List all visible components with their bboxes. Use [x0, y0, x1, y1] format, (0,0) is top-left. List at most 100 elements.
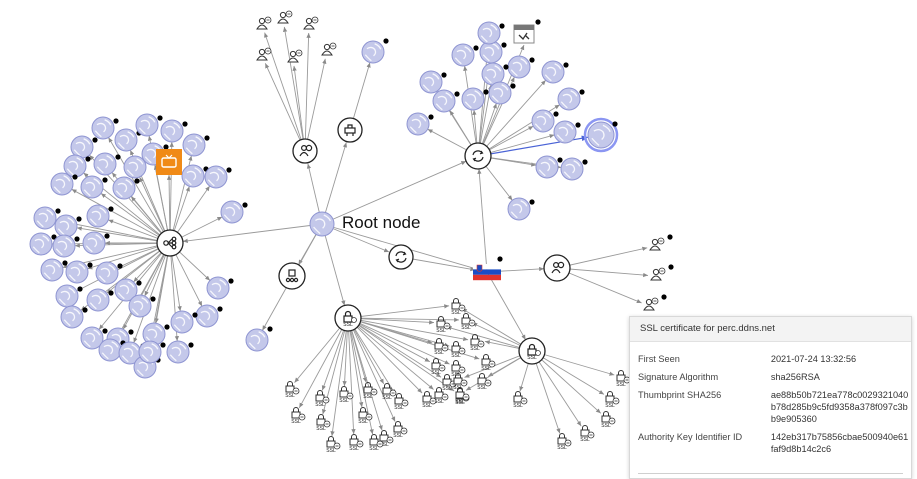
ssl-certificate-node[interactable]: SSL [434, 387, 449, 406]
user-hub-node[interactable] [543, 254, 571, 282]
globe-node[interactable] [86, 204, 110, 228]
ssl-certificate-node[interactable]: SSL [580, 425, 595, 444]
cert-hub-node[interactable]: SSL [518, 337, 546, 365]
globe-node[interactable] [40, 258, 64, 282]
globe-node[interactable] [160, 119, 184, 143]
globe-node[interactable] [451, 43, 475, 67]
globe-node[interactable] [419, 70, 443, 94]
globe-node[interactable] [138, 340, 162, 364]
globe-node[interactable] [432, 89, 456, 113]
globe-node[interactable] [182, 133, 206, 157]
sync-hub-node[interactable] [388, 244, 414, 270]
globe-node[interactable] [128, 294, 152, 318]
globe-node[interactable] [65, 260, 89, 284]
ssl-certificate-node[interactable]: SSL [369, 434, 384, 453]
ssl-certificate-node[interactable]: SSL [393, 421, 408, 440]
globe-node[interactable] [361, 40, 385, 64]
ssl-certificate-node[interactable]: SSL [461, 313, 476, 332]
calendar-badge-icon[interactable] [513, 24, 535, 44]
globe-node[interactable] [481, 62, 505, 86]
globe-node[interactable] [477, 21, 501, 45]
globe-node[interactable] [583, 117, 619, 153]
globe-node[interactable] [55, 284, 79, 308]
ssl-certificate-node[interactable]: SSL [451, 341, 466, 360]
ssl-certificate-node[interactable]: SSL [470, 334, 485, 353]
globe-node[interactable] [204, 165, 228, 189]
ssl-certificate-node[interactable]: SSL [285, 381, 300, 400]
globe-node[interactable] [541, 60, 565, 84]
ssl-certificate-node[interactable]: SSL [513, 391, 528, 410]
ssl-certificate-node[interactable]: SSL [291, 407, 306, 426]
globe-node[interactable] [531, 109, 555, 133]
ssl-certificate-node[interactable]: SSL [394, 393, 409, 412]
user-hub-node[interactable] [292, 138, 318, 164]
globe-node[interactable] [507, 197, 531, 221]
globe-node[interactable] [86, 288, 110, 312]
ssl-certificate-node[interactable]: SSL [477, 373, 492, 392]
user-node[interactable] [649, 237, 665, 251]
ssl-certificate-node[interactable]: SSL [436, 316, 451, 335]
tv-icon[interactable] [156, 149, 182, 175]
ssl-certificate-node[interactable]: SSL [451, 360, 466, 379]
globe-node[interactable] [553, 120, 577, 144]
globe-node[interactable] [309, 211, 335, 237]
globe-node[interactable] [461, 87, 485, 111]
globe-node[interactable] [33, 206, 57, 230]
globe-node[interactable] [135, 113, 159, 137]
user-node[interactable] [321, 42, 337, 56]
ssl-certificate-node[interactable]: SSL [431, 358, 446, 377]
globe-node[interactable] [114, 278, 138, 302]
globe-node[interactable] [479, 40, 503, 64]
globe-node[interactable] [557, 87, 581, 111]
user-node[interactable] [303, 16, 319, 30]
ssl-certificate-node[interactable]: SSL [379, 430, 394, 449]
ssl-certificate-node[interactable]: SSL [339, 386, 354, 405]
globe-node[interactable] [95, 261, 119, 285]
ssl-certificate-node[interactable]: SSL [434, 338, 449, 357]
ssl-certificate-node[interactable]: SSL [453, 373, 468, 392]
globe-node[interactable] [406, 112, 430, 136]
globe-node[interactable] [166, 340, 190, 364]
ssl-certificate-node[interactable]: SSL [557, 433, 572, 452]
globe-node[interactable] [488, 81, 512, 105]
globe-node[interactable] [50, 172, 74, 196]
user-node[interactable] [650, 267, 666, 281]
ssl-certificate-node[interactable]: SSL [382, 383, 397, 402]
globe-node[interactable] [29, 232, 53, 256]
globe-node[interactable] [245, 328, 269, 352]
globe-node[interactable] [80, 175, 104, 199]
cluster-hub-node[interactable] [156, 229, 184, 257]
ssl-certificate-node[interactable]: SSL [363, 382, 378, 401]
cert-hub-node[interactable]: SSL [334, 304, 362, 332]
globe-node[interactable] [170, 310, 194, 334]
user-node[interactable] [287, 49, 303, 63]
user-node[interactable] [256, 47, 272, 61]
globe-node[interactable] [123, 155, 147, 179]
device-hub-node[interactable] [337, 117, 363, 143]
doc-hub-node[interactable] [278, 262, 306, 290]
ssl-certificate-node[interactable]: SSL [605, 391, 620, 410]
globe-node[interactable] [206, 276, 230, 300]
ssl-certificate-node[interactable]: SSL [315, 390, 330, 409]
globe-node[interactable] [63, 154, 87, 178]
user-node[interactable] [643, 297, 659, 311]
ssl-certificate-node[interactable]: SSL [349, 434, 364, 453]
ssl-certificate-node[interactable]: SSL [616, 370, 631, 389]
globe-node[interactable] [112, 176, 136, 200]
globe-node[interactable] [195, 304, 219, 328]
ssl-certificate-node[interactable]: SSL [422, 391, 437, 410]
globe-node[interactable] [98, 338, 122, 362]
sync-hub-node[interactable] [464, 142, 492, 170]
ssl-certificate-node[interactable]: SSL [601, 411, 616, 430]
globe-node[interactable] [60, 305, 84, 329]
globe-node[interactable] [93, 152, 117, 176]
user-node[interactable] [277, 10, 293, 24]
globe-node[interactable] [91, 116, 115, 140]
globe-node[interactable] [80, 326, 104, 350]
ssl-certificate-node[interactable]: SSL [451, 298, 466, 317]
globe-node[interactable] [181, 164, 205, 188]
globe-node[interactable] [220, 200, 244, 224]
slovenia-flag-icon[interactable] [473, 264, 501, 281]
ssl-certificate-node[interactable]: SSL [326, 436, 341, 455]
